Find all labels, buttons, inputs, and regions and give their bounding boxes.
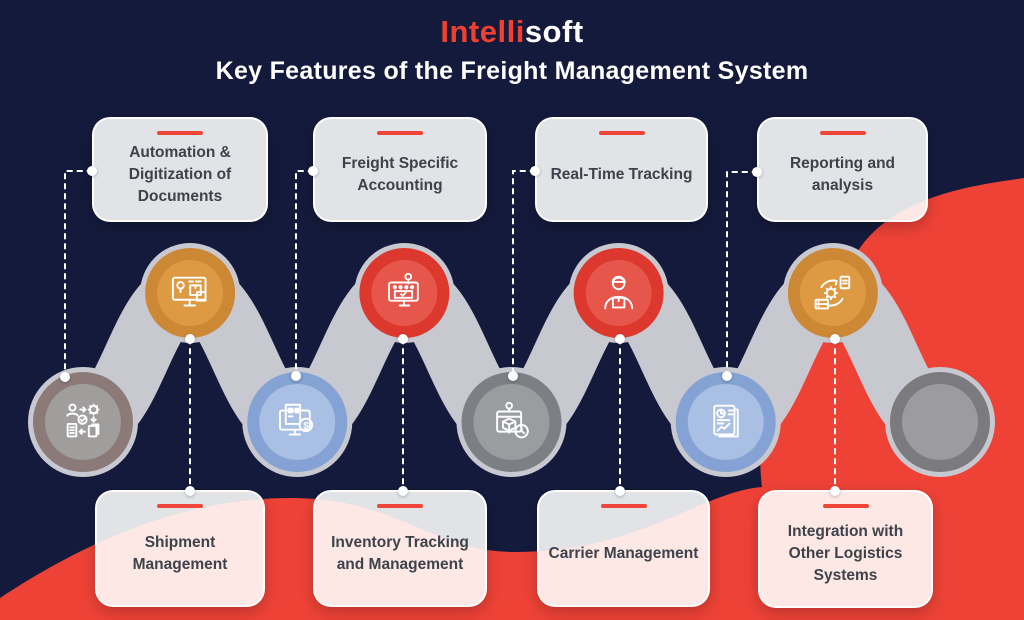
connector-dot [291, 371, 301, 381]
brand-logo-part1: Intelli [440, 14, 525, 49]
connector-dot [615, 334, 625, 344]
feature-card-carrier: Carrier Management [537, 490, 710, 607]
connector-dot [752, 167, 762, 177]
connector-dot [398, 486, 408, 496]
feature-card-tracking: Real-Time Tracking [535, 117, 708, 222]
feature-card-label: Integration with Other Logistics Systems [787, 523, 904, 584]
chain-node [145, 248, 236, 338]
node-inner-disc [687, 384, 764, 460]
feature-card-automation: Automation & Digitization of Documents [92, 117, 268, 222]
card-accent-dash [377, 504, 423, 508]
chain-node: $ [247, 372, 348, 472]
feature-card-label: Carrier Management [548, 544, 699, 562]
chain-node [890, 372, 990, 472]
chain-node [359, 248, 450, 338]
card-accent-dash [822, 504, 869, 508]
node-inner-disc [799, 260, 866, 326]
feature-card-inventory: Inventory Tracking and Management [313, 490, 487, 607]
package-tracking-icon [496, 401, 529, 439]
connector-dot [185, 486, 195, 496]
chain-node [461, 372, 562, 472]
courier-icon [604, 275, 634, 310]
card-accent-dash [157, 131, 203, 135]
connector-dot [830, 486, 840, 496]
connector-dot [508, 371, 518, 381]
card-accent-dash [598, 131, 645, 135]
connector-dot [722, 371, 732, 381]
integration-sync-icon [814, 275, 851, 310]
feature-card-integration: Integration with Other Logistics Systems [758, 490, 933, 608]
connector-dot [830, 334, 840, 344]
feature-card-shipment: Shipment Management [95, 490, 265, 607]
dashed-connector [64, 170, 93, 378]
connector-dot [530, 166, 540, 176]
brand-logo-part2: soft [524, 14, 584, 49]
report-analytics-icon [713, 404, 739, 438]
connector-dot [185, 334, 195, 344]
page-title: Key Features of the Freight Management S… [215, 57, 809, 85]
feature-card-reporting: Reporting and analysis [757, 117, 928, 222]
accounting-monitor-icon: $ [279, 403, 314, 436]
connector-dot [398, 334, 408, 344]
connector-dot [87, 166, 97, 176]
chain-node [675, 372, 776, 472]
connector-dot [615, 486, 625, 496]
feature-card-label: Reporting and analysis [789, 154, 896, 194]
node-inner-disc [473, 384, 550, 460]
automation-workflow-icon [66, 403, 100, 438]
feature-card-label: Real-Time Tracking [550, 165, 693, 183]
feature-card-label: Freight Specific Accounting [341, 154, 459, 194]
chain-node [573, 248, 664, 338]
chain-node [787, 248, 878, 338]
dashed-connector [295, 170, 314, 377]
card-accent-dash [600, 504, 647, 508]
shipment-monitor-icon [171, 276, 207, 307]
connector-dot [308, 166, 318, 176]
node-inner-disc [902, 384, 978, 460]
card-accent-dash [819, 131, 866, 135]
brand-logo: Intellisoft [0, 16, 1024, 47]
feature-card-accounting: Freight Specific Accounting [313, 117, 487, 222]
dashed-connector [512, 170, 536, 377]
node-inner-disc [259, 384, 336, 460]
chain-node [33, 372, 133, 472]
dashed-connector [726, 171, 758, 377]
card-accent-dash [157, 504, 203, 508]
route-monitor-icon [388, 272, 419, 307]
node-inner-disc [585, 260, 652, 326]
svg-text:$: $ [303, 420, 309, 431]
node-inner-disc [45, 384, 121, 460]
feature-card-label: Automation & Digitization of Documents [128, 143, 232, 205]
connector-dot [60, 372, 70, 382]
card-accent-dash [377, 131, 423, 135]
feature-card-label: Shipment Management [132, 533, 228, 573]
feature-card-label: Inventory Tracking and Management [331, 533, 469, 573]
